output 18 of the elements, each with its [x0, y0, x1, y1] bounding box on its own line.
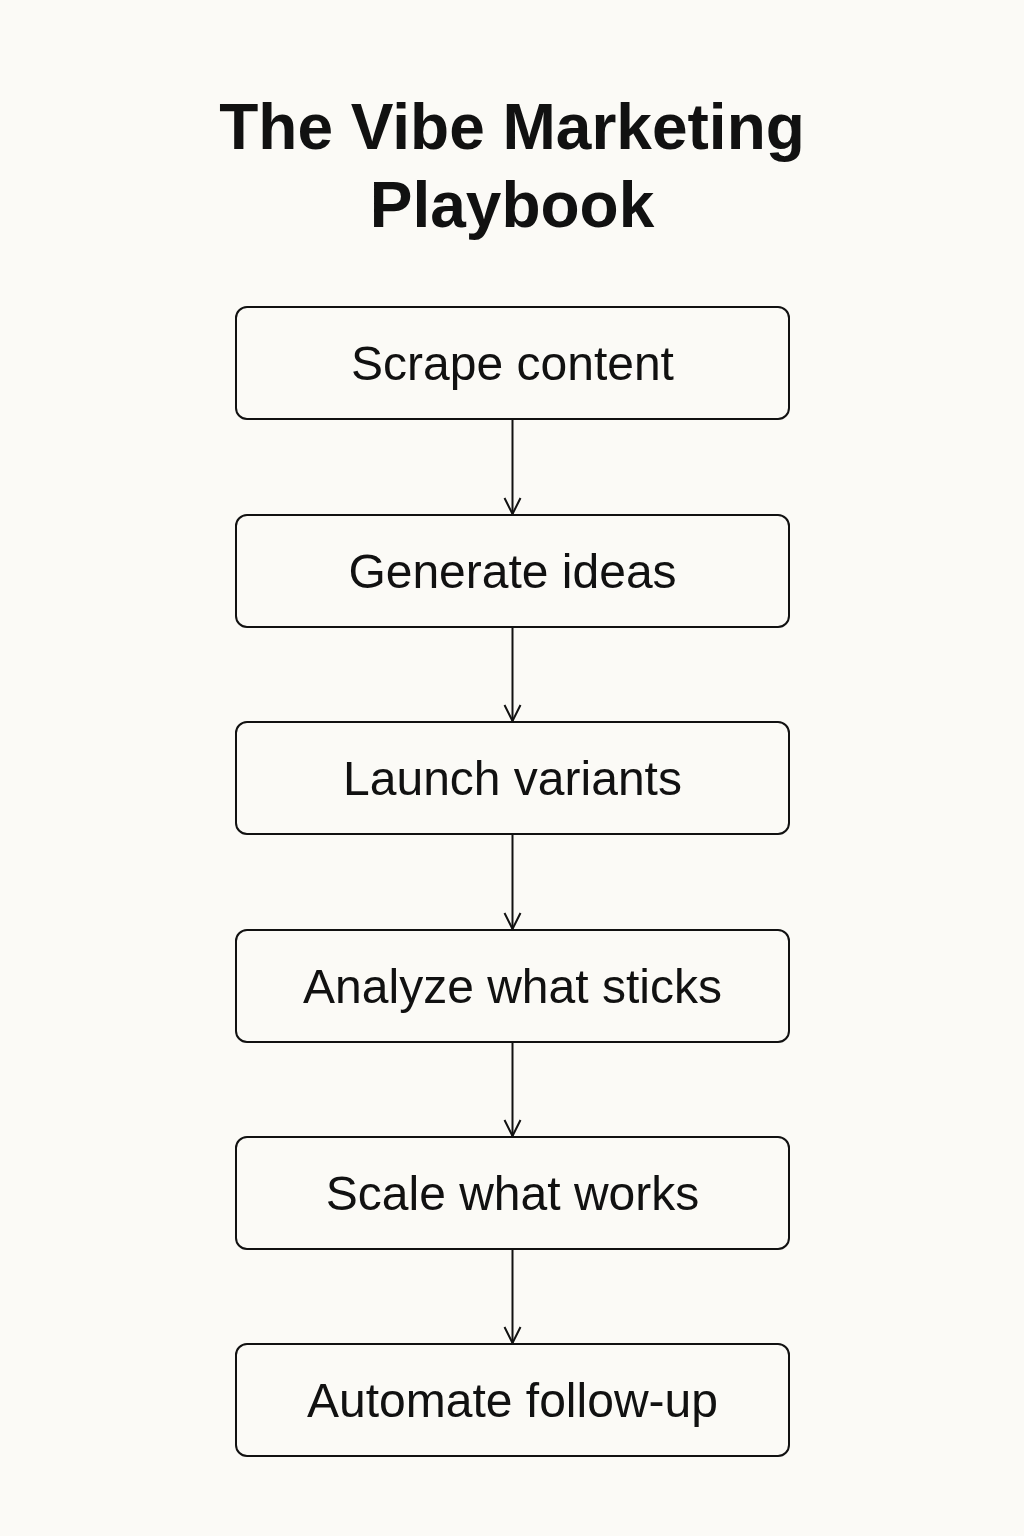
- arrow: [503, 1042, 522, 1137]
- process-box: [235, 1343, 790, 1457]
- diagram-title: The Vibe Marketing Playbook: [218, 90, 806, 243]
- step-label: Scale what works: [325, 1165, 700, 1221]
- arrow: [503, 834, 522, 930]
- process-box: [235, 514, 790, 628]
- step-label: Analyze what sticks: [303, 958, 722, 1014]
- arrow: [503, 1249, 522, 1344]
- process-box: [235, 306, 790, 420]
- step-label: Launch variants: [343, 750, 682, 806]
- process-box: [235, 721, 790, 835]
- arrow: [503, 627, 522, 722]
- process-box: [235, 1136, 790, 1250]
- step-label: Scrape content: [351, 335, 674, 391]
- step-label: Automate follow-up: [307, 1372, 718, 1428]
- arrow: [503, 419, 522, 515]
- process-box: [235, 929, 790, 1043]
- step-label: Generate ideas: [348, 543, 677, 599]
